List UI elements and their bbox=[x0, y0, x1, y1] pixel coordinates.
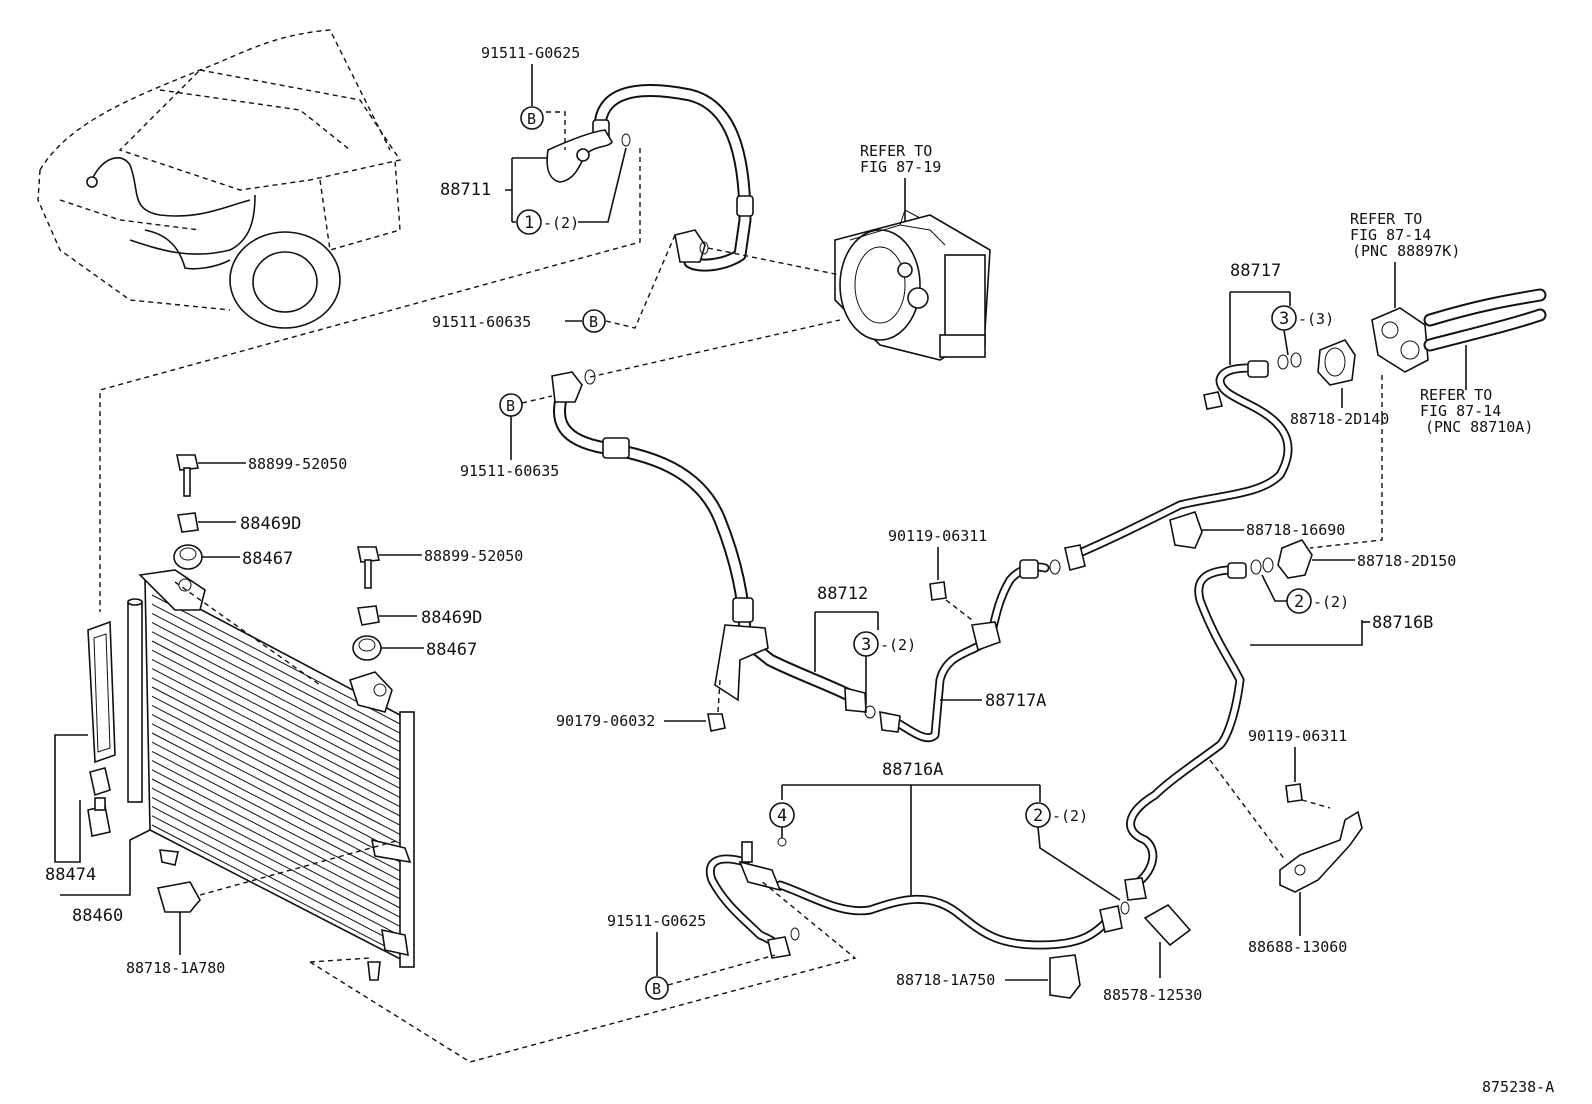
qty-3-b: -(2) bbox=[880, 636, 916, 654]
refer-note-compressor-line1: REFER TO bbox=[860, 142, 932, 160]
label-88469d-b: 88469D bbox=[421, 608, 482, 628]
condenser-fin bbox=[151, 723, 403, 855]
callout-3-b: 3 bbox=[861, 635, 871, 655]
condenser-fin bbox=[151, 612, 403, 744]
qty-3-a: -(3) bbox=[1298, 310, 1334, 328]
condenser-fin bbox=[151, 603, 403, 735]
vehicle-illustration bbox=[37, 29, 402, 329]
label-88469d-a: 88469D bbox=[240, 514, 301, 534]
label-88711: 88711 bbox=[440, 180, 491, 200]
label-88716b: 88716B bbox=[1372, 613, 1433, 633]
label-88899-52050-b: 88899-52050 bbox=[424, 547, 523, 565]
pipe-88717 bbox=[1064, 352, 1302, 571]
label-91511-g0625-bot: 91511-G0625 bbox=[607, 912, 706, 930]
condenser-assembly bbox=[87, 569, 415, 981]
refer-note-a-line1: REFER TO bbox=[1350, 210, 1422, 228]
callout-2-b: 2 bbox=[1033, 806, 1043, 826]
condenser-fin bbox=[151, 769, 403, 901]
label-88716a: 88716A bbox=[882, 760, 943, 780]
condenser-fin bbox=[151, 760, 403, 892]
label-88712: 88712 bbox=[817, 584, 868, 604]
callout-2-a: 2 bbox=[1294, 592, 1304, 612]
condenser-fin bbox=[151, 824, 403, 956]
refer-note-b-line3: (PNC 88710A) bbox=[1425, 418, 1533, 436]
label-88718-1a750: 88718-1A750 bbox=[896, 971, 995, 989]
qty-1: -(2) bbox=[543, 214, 579, 232]
condenser-fin bbox=[151, 668, 403, 800]
label-90179-06032: 90179-06032 bbox=[556, 712, 655, 730]
label-88460: 88460 bbox=[72, 906, 123, 926]
condenser-fin bbox=[151, 622, 403, 754]
label-88474: 88474 bbox=[45, 865, 96, 885]
label-91511-60635-b: 91511-60635 bbox=[460, 462, 559, 480]
condenser-fin bbox=[151, 704, 403, 836]
label-88899-52050-a: 88899-52050 bbox=[248, 455, 347, 473]
condenser-fin bbox=[151, 778, 403, 910]
discharge-hose-88711: 91511-G0625 B 88711 1 -(2) bbox=[440, 44, 754, 272]
callout-b-left: B bbox=[506, 397, 515, 415]
condenser-fin bbox=[151, 631, 403, 763]
refer-note-b-line2: FIG 87-14 bbox=[1420, 402, 1501, 420]
condenser-fin bbox=[151, 686, 403, 818]
condenser-fin bbox=[151, 815, 403, 947]
label-90119-06311-a: 90119-06311 bbox=[888, 527, 987, 545]
label-88578-12530: 88578-12530 bbox=[1103, 986, 1202, 1004]
condenser-fin bbox=[151, 640, 403, 772]
qty-2-a: -(2) bbox=[1313, 593, 1349, 611]
pipe-88716a bbox=[705, 841, 1130, 959]
condenser-fin bbox=[151, 649, 403, 781]
callout-b-bottom: B bbox=[652, 980, 661, 998]
condenser-fin bbox=[151, 732, 403, 864]
pipe-88716b bbox=[1124, 539, 1313, 901]
refer-note-b-line1: REFER TO bbox=[1420, 386, 1492, 404]
label-91511-g0625-top: 91511-G0625 bbox=[481, 44, 580, 62]
callout-b-mid: B bbox=[589, 313, 598, 331]
callout-3-a: 3 bbox=[1279, 309, 1289, 329]
label-88467-a: 88467 bbox=[242, 549, 293, 569]
suction-hose-88712 bbox=[551, 319, 876, 719]
condenser-fin bbox=[151, 787, 403, 919]
qty-2-b: -(2) bbox=[1052, 807, 1088, 825]
label-88718-2d150: 88718-2D150 bbox=[1357, 552, 1456, 570]
condenser-fin bbox=[151, 714, 403, 846]
condenser-fin bbox=[151, 677, 403, 809]
label-88717a: 88717A bbox=[985, 691, 1046, 711]
condenser-fin bbox=[151, 658, 403, 790]
condenser-fin bbox=[151, 695, 403, 827]
evaporator-connection: REFER TO FIG 87-14 (PNC 88897K) REFER TO… bbox=[1309, 210, 1547, 549]
label-88717: 88717 bbox=[1230, 261, 1281, 281]
condenser-fin bbox=[151, 806, 403, 938]
label-90119-06311-b: 90119-06311 bbox=[1248, 727, 1347, 745]
label-88688-13060: 88688-13060 bbox=[1248, 938, 1347, 956]
label-88718-1a780: 88718-1A780 bbox=[126, 959, 225, 977]
label-88718-16690: 88718-16690 bbox=[1246, 521, 1345, 539]
callout-1: 1 bbox=[524, 213, 534, 233]
figure-id: 875238-A bbox=[1482, 1078, 1554, 1096]
compressor: REFER TO FIG 87-19 bbox=[834, 142, 991, 361]
refer-note-compressor-line2: FIG 87-19 bbox=[860, 158, 941, 176]
condenser-fin bbox=[151, 750, 403, 882]
callout-4: 4 bbox=[777, 806, 787, 826]
callout-b-top: B bbox=[527, 110, 536, 128]
pipe-88717a bbox=[879, 559, 1061, 743]
label-88718-2d140: 88718-2D140 bbox=[1290, 410, 1389, 428]
label-88467-b: 88467 bbox=[426, 640, 477, 660]
condenser-fin bbox=[151, 796, 403, 928]
label-91511-60635-a: 91511-60635 bbox=[432, 313, 531, 331]
refer-note-a-line3: (PNC 88897K) bbox=[1352, 242, 1460, 260]
refer-note-a-line2: FIG 87-14 bbox=[1350, 226, 1431, 244]
